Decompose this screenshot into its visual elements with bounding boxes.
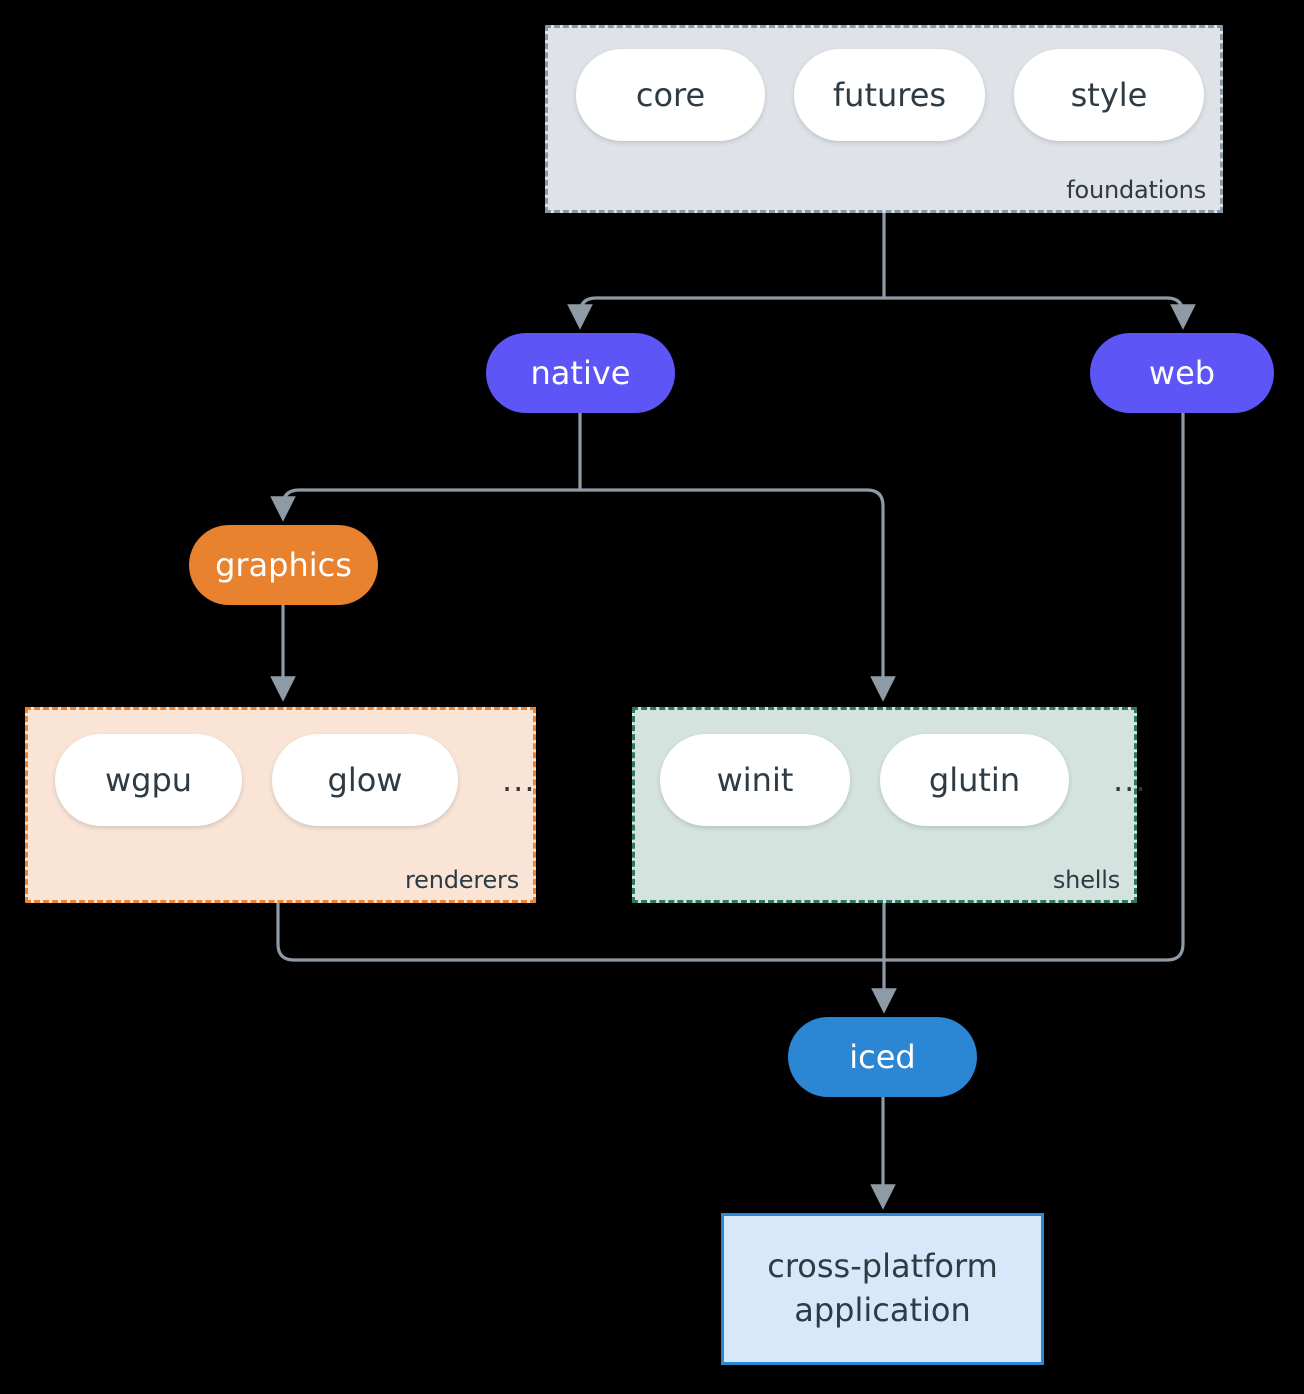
- edge-native-to-graphics: [270, 488, 582, 522]
- node-web[interactable]: web: [1090, 333, 1274, 413]
- node-winit[interactable]: winit: [660, 734, 850, 826]
- cluster-shells-label: shells: [1052, 866, 1120, 894]
- cluster-renderers-items: wgpu glow ...: [55, 734, 536, 826]
- shells-overflow-ellipsis: ...: [1113, 761, 1147, 799]
- edge-foundations-to-native: [567, 296, 886, 330]
- node-style[interactable]: style: [1014, 49, 1204, 141]
- edge-renderers-to-iced: [276, 901, 886, 962]
- edge-native-to-shells: [578, 488, 896, 702]
- cluster-shells-items: winit glutin ...: [660, 734, 1147, 826]
- renderers-overflow-ellipsis: ...: [502, 761, 536, 799]
- application-line-1: cross-platform: [767, 1247, 998, 1286]
- application-line-2: application: [794, 1291, 971, 1329]
- cluster-renderers: wgpu glow ... renderers: [25, 707, 536, 903]
- node-glow[interactable]: glow: [272, 734, 458, 826]
- edge-foundations-to-web: [882, 296, 1196, 330]
- cluster-foundations-label: foundations: [1066, 176, 1206, 204]
- cluster-shells: winit glutin ... shells: [632, 707, 1146, 903]
- node-cross-platform-application[interactable]: cross-platform application: [721, 1213, 1044, 1365]
- node-native[interactable]: native: [486, 333, 675, 413]
- node-wgpu[interactable]: wgpu: [55, 734, 242, 826]
- node-core[interactable]: core: [576, 49, 765, 141]
- node-glutin[interactable]: glutin: [880, 734, 1069, 826]
- cluster-renderers-label: renderers: [405, 866, 519, 894]
- node-graphics[interactable]: graphics: [189, 525, 378, 605]
- cluster-foundations: core futures style foundations: [545, 25, 1223, 213]
- cluster-foundations-items: core futures style: [576, 49, 1204, 141]
- node-iced[interactable]: iced: [788, 1017, 977, 1097]
- node-futures[interactable]: futures: [794, 49, 985, 141]
